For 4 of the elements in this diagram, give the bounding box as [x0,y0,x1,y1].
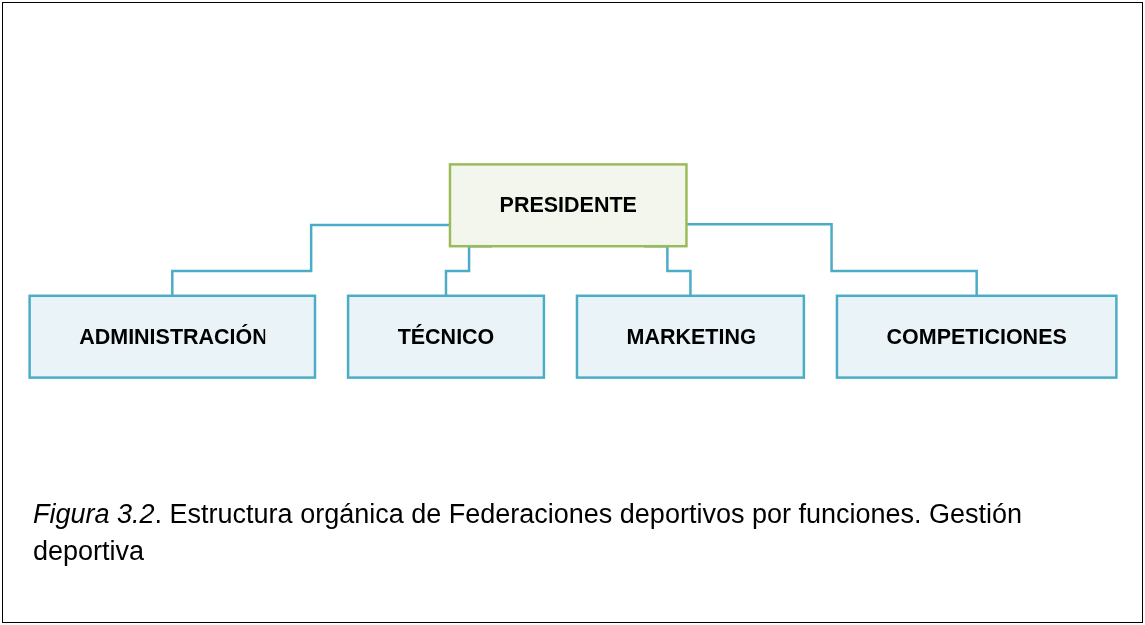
node-box: PRESIDENTE [448,163,688,248]
figure-caption: Figura 3.2. Estructura orgánica de Federaciones deportivos por funciones. Gestión deportiva [33,498,1024,568]
node-box: COMPETICIONES [835,294,1118,379]
node-box: TÉCNICO [346,294,545,379]
